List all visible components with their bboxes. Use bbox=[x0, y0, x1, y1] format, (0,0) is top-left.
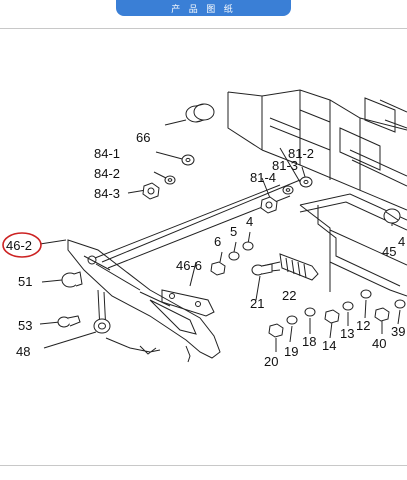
label-4-right: 4 bbox=[398, 234, 405, 249]
label-21: 21 bbox=[250, 296, 264, 311]
label-51: 51 bbox=[18, 274, 32, 289]
label-84-2: 84-2 bbox=[94, 166, 120, 181]
label-22: 22 bbox=[282, 288, 296, 303]
top-divider bbox=[0, 28, 407, 29]
label-40: 40 bbox=[372, 336, 386, 351]
label-5: 5 bbox=[230, 224, 237, 239]
highlight-ring bbox=[2, 232, 42, 258]
header-bar: 产 品 图 纸 bbox=[0, 0, 407, 17]
label-6: 6 bbox=[214, 234, 221, 249]
label-45: 45 bbox=[382, 244, 396, 259]
callout-labels: 66 84-1 84-2 84-3 81-2 81-3 81-4 46-2 46… bbox=[6, 130, 405, 369]
label-20: 20 bbox=[264, 354, 278, 369]
label-13: 13 bbox=[340, 326, 354, 341]
label-18: 18 bbox=[302, 334, 316, 349]
label-66: 66 bbox=[136, 130, 150, 145]
label-46-6: 46-6 bbox=[176, 258, 202, 273]
label-81-3: 81-3 bbox=[272, 158, 298, 173]
label-19: 19 bbox=[284, 344, 298, 359]
header-title: 产 品 图 纸 bbox=[116, 0, 291, 16]
bottom-divider bbox=[0, 465, 407, 466]
label-81-4: 81-4 bbox=[250, 170, 276, 185]
label-84-1: 84-1 bbox=[94, 146, 120, 161]
label-48: 48 bbox=[16, 344, 30, 359]
label-12: 12 bbox=[356, 318, 370, 333]
label-4: 4 bbox=[246, 214, 253, 229]
diagram-linework bbox=[39, 89, 407, 363]
label-53: 53 bbox=[18, 318, 32, 333]
label-14: 14 bbox=[322, 338, 336, 353]
label-39: 39 bbox=[391, 324, 405, 339]
diagram-parts bbox=[57, 103, 406, 338]
label-81-2: 81-2 bbox=[288, 146, 314, 161]
label-46-2: 46-2 bbox=[6, 238, 32, 253]
label-84-3: 84-3 bbox=[94, 186, 120, 201]
